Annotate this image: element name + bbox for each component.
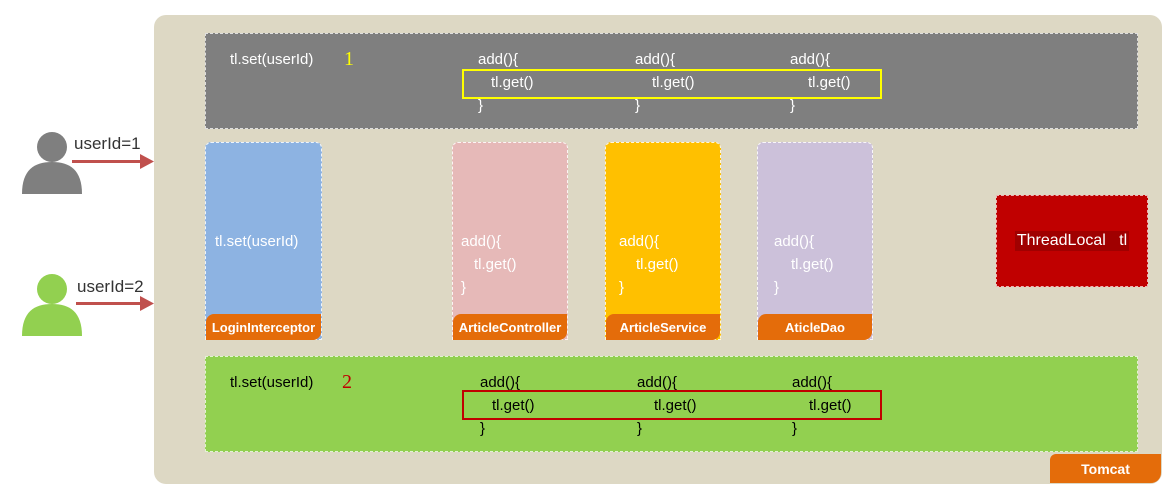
user-1: [20, 128, 84, 194]
thread-1-method-1-close: }: [478, 97, 484, 114]
thread-2-method-1-body: tl.get(): [492, 397, 535, 414]
article-service-component: add(){ tl.get() } ArticleService: [605, 142, 721, 340]
user-2-arrow: [76, 302, 144, 305]
thread-2-method-3-body: tl.get(): [809, 397, 852, 414]
user-2-avatar-icon: [22, 274, 82, 336]
thread-1-method-2-body: tl.get(): [652, 74, 695, 91]
article-dao-open: add(){: [774, 233, 815, 250]
article-service-close: }: [619, 279, 625, 296]
thread-1-method-2-close: }: [635, 97, 641, 114]
thread-2-band: tl.set(userId) 2 add(){ tl.get() } add()…: [205, 356, 1138, 452]
thread-2-method-3-close: }: [792, 420, 798, 437]
thread-2-method-2-close: }: [637, 420, 643, 437]
thread-2-get-highlight: [462, 390, 882, 420]
thread-1-band: tl.set(userId) 1 add(){ tl.get() } add()…: [205, 33, 1138, 129]
article-controller-open: add(){: [461, 233, 502, 250]
user-2-label: userId=2: [77, 277, 144, 296]
user-1-arrow: [72, 160, 144, 163]
article-controller-body: tl.get(): [474, 256, 517, 273]
article-dao-body: tl.get(): [791, 256, 834, 273]
login-interceptor-label: LoginInterceptor: [206, 314, 321, 340]
article-service-open: add(){: [619, 233, 660, 250]
thread-1-method-3-body: tl.get(): [808, 74, 851, 91]
thread-2-method-3-open: add(){: [792, 374, 833, 391]
login-interceptor-code: tl.set(userId): [215, 233, 299, 250]
tomcat-label: Tomcat: [1050, 454, 1161, 483]
user-1-arrowhead-icon: [140, 154, 154, 169]
thread-1-method-2-open: add(){: [635, 51, 676, 68]
user-1-avatar-icon: [22, 132, 82, 194]
thread-2-method-2-body: tl.get(): [654, 397, 697, 414]
article-dao-component: add(){ tl.get() } AticleDao: [757, 142, 873, 340]
article-service-label: ArticleService: [606, 314, 720, 340]
threadlocal-label: ThreadLocal tl: [1014, 231, 1130, 251]
user-2: [20, 270, 84, 336]
thread-2-set-call: tl.set(userId): [230, 374, 314, 391]
thread-2-number: 2: [342, 371, 352, 393]
article-controller-component: add(){ tl.get() } ArticleController: [452, 142, 568, 340]
thread-2-method-1-close: }: [480, 420, 486, 437]
article-service-body: tl.get(): [636, 256, 679, 273]
user-2-arrowhead-icon: [140, 296, 154, 311]
threadlocal-box: ThreadLocal tl: [996, 195, 1148, 287]
thread-1-method-1-open: add(){: [478, 51, 519, 68]
thread-1-number: 1: [344, 48, 354, 70]
user-1-label: userId=1: [74, 134, 141, 153]
thread-2-method-1-open: add(){: [480, 374, 521, 391]
login-interceptor-component: tl.set(userId) LoginInterceptor: [205, 142, 322, 340]
thread-1-get-highlight: [462, 69, 882, 99]
thread-1-method-3-close: }: [790, 97, 796, 114]
thread-1-method-3-open: add(){: [790, 51, 831, 68]
article-controller-label: ArticleController: [453, 314, 567, 340]
article-dao-close: }: [774, 279, 780, 296]
article-dao-label: AticleDao: [758, 314, 872, 340]
article-controller-close: }: [461, 279, 467, 296]
thread-1-method-1-body: tl.get(): [491, 74, 534, 91]
thread-1-set-call: tl.set(userId): [230, 51, 314, 68]
thread-2-method-2-open: add(){: [637, 374, 678, 391]
